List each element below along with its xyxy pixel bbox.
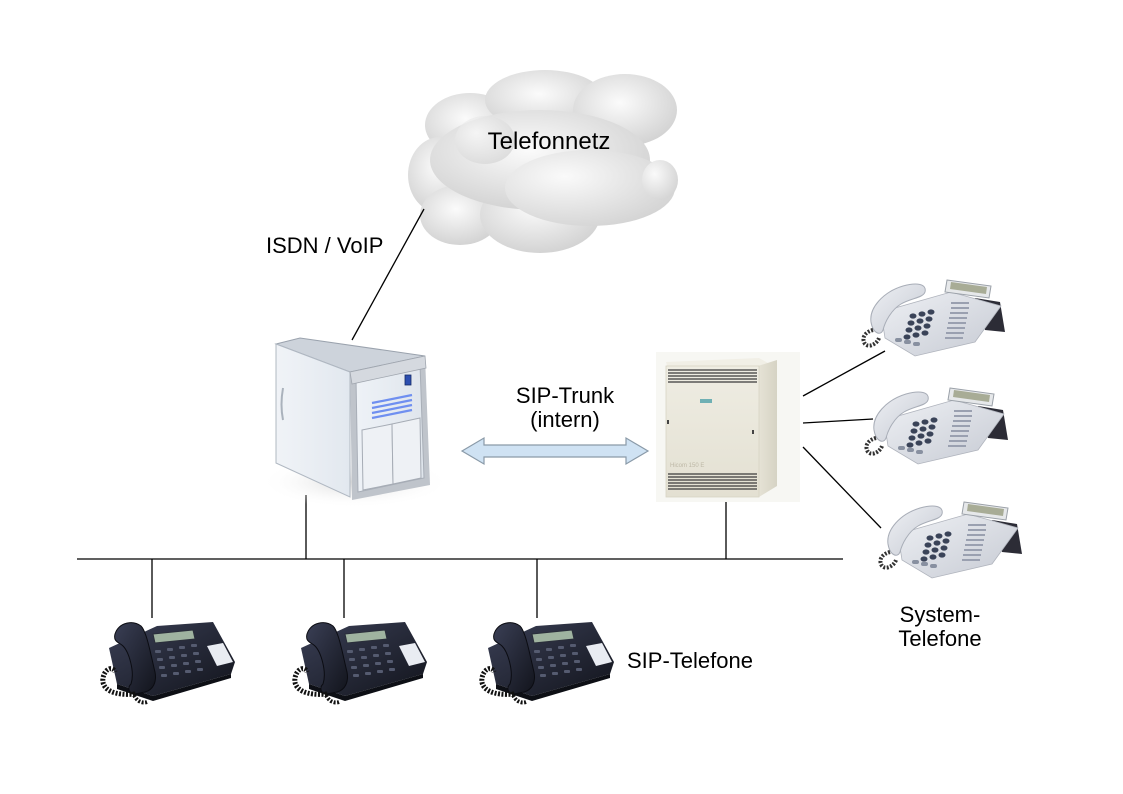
system-phone-1 (861, 278, 1007, 358)
server-tower-icon (260, 337, 450, 508)
pbx-cabinet-icon: Hicom 150 E (656, 352, 800, 502)
sip-phone-3 (482, 622, 614, 703)
system-phones-label: System- Telefone (880, 603, 1000, 651)
system-phones-label-line2: Telefone (898, 626, 982, 651)
sip-trunk-label-line2: (intern) (530, 407, 600, 432)
system-phone-2 (864, 386, 1010, 466)
cloud-icon (408, 70, 678, 253)
sip-phones-label: SIP-Telefone (627, 648, 753, 673)
uplink-line (351, 208, 425, 341)
system-phone-3 (878, 500, 1024, 580)
sip-trunk-label-line1: SIP-Trunk (515, 383, 615, 408)
system-phone-3-link (802, 446, 882, 529)
system-phones-label-line1: System- (899, 602, 981, 627)
system-phone-2-link (802, 418, 874, 424)
sip-phone-1 (103, 622, 235, 703)
sip-trunk-double-arrow (460, 436, 650, 466)
uplink-label: ISDN / VoIP (266, 233, 384, 258)
cloud-label: Telefonnetz (488, 128, 611, 155)
sip-phone-2 (295, 622, 427, 703)
system-phone-1-link (802, 350, 886, 397)
sip-trunk-label: SIP-Trunk (intern) (495, 384, 635, 432)
pbx-model-text: Hicom 150 E (670, 463, 704, 469)
